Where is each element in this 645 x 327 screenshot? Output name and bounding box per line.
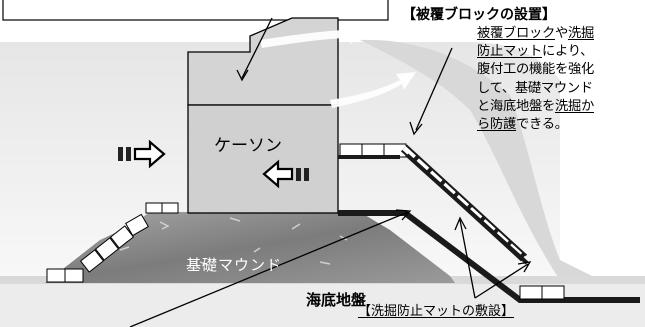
caisson <box>187 104 339 214</box>
desc-line-6: ら防護できる。 <box>477 117 568 133</box>
desc-line-1: 被覆ブロックや洗掘 <box>477 26 594 41</box>
armor-block-description: 被覆ブロックや洗掘 防止マットにより、 腹付工の機能を強化 して、基礎マウンド … <box>477 25 641 134</box>
scour-mat <box>338 210 640 303</box>
desc-line-4: して、基礎マウンド <box>477 80 593 96</box>
armor-slope <box>338 144 529 265</box>
desc-line-2: 防止マットにより、 <box>477 44 594 60</box>
armor-block-callout-title: 【被覆ブロックの設置】 <box>402 7 556 23</box>
armor-blocks-right <box>339 143 565 300</box>
foundation-mound-label: 基礎マウンド <box>186 256 283 274</box>
desc-line-3: 腹付工の機能を強化 <box>477 62 594 78</box>
foundation-mound <box>45 212 455 283</box>
left-current-arrow-icon <box>262 159 309 189</box>
leader-lines <box>129 17 532 327</box>
wave-crest <box>360 39 600 280</box>
top-callout-box <box>2 0 389 21</box>
desc-line-5: と海底地盤を洗掘か <box>477 98 594 114</box>
caisson-label: ケーソン <box>214 136 282 156</box>
wave-flow-arrow-icon <box>260 24 416 108</box>
right-current-arrow-icon <box>118 139 166 169</box>
scour-mat-callout-title: 【洗掘防止マットの敷設】 <box>358 304 515 319</box>
caisson-parapet <box>187 17 339 106</box>
armor-blocks-left <box>46 202 179 283</box>
seabed-label: 海底地盤 <box>306 291 367 309</box>
